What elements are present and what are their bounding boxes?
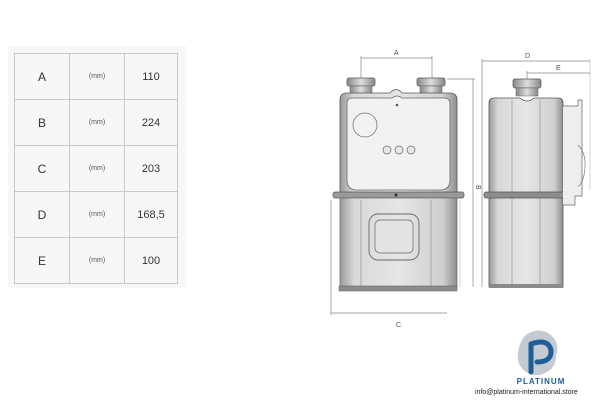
dimension-label-a: A	[394, 50, 399, 57]
table-row: A (mm) 110	[14, 53, 178, 100]
table-row: D (mm) 168,5	[14, 191, 178, 238]
brand-email: info@platinum-international.store	[475, 389, 578, 396]
side-view: D E	[481, 53, 591, 288]
dimension-value: 110	[124, 53, 178, 100]
dimension-unit: (mm)	[69, 237, 125, 284]
dimension-value: 203	[124, 145, 178, 192]
dimensions-table: A (mm) 110 B (mm) 224 C (mm) 203 D (mm) …	[14, 53, 178, 284]
dimension-label-e: E	[556, 65, 561, 72]
table-row: E (mm) 100	[14, 237, 178, 284]
dimension-value: 224	[124, 99, 178, 146]
dimension-value: 168,5	[124, 191, 178, 238]
dimension-unit: (mm)	[69, 99, 125, 146]
dimension-unit: (mm)	[69, 191, 125, 238]
front-view: A C B	[330, 50, 481, 329]
dimension-key: C	[14, 145, 70, 192]
platinum-logo-icon	[517, 330, 558, 376]
dimension-unit: (mm)	[69, 53, 125, 100]
table-row: B (mm) 224	[14, 99, 178, 146]
table-row: C (mm) 203	[14, 145, 178, 192]
brand-name: PLATINUM	[516, 377, 566, 386]
dimension-value: 100	[124, 237, 178, 284]
dimension-key: B	[14, 99, 70, 146]
dimension-label-d: D	[525, 53, 530, 60]
dimension-key: A	[14, 53, 70, 100]
dimension-label-b: B	[474, 185, 481, 190]
dimension-label-c: C	[396, 322, 401, 329]
